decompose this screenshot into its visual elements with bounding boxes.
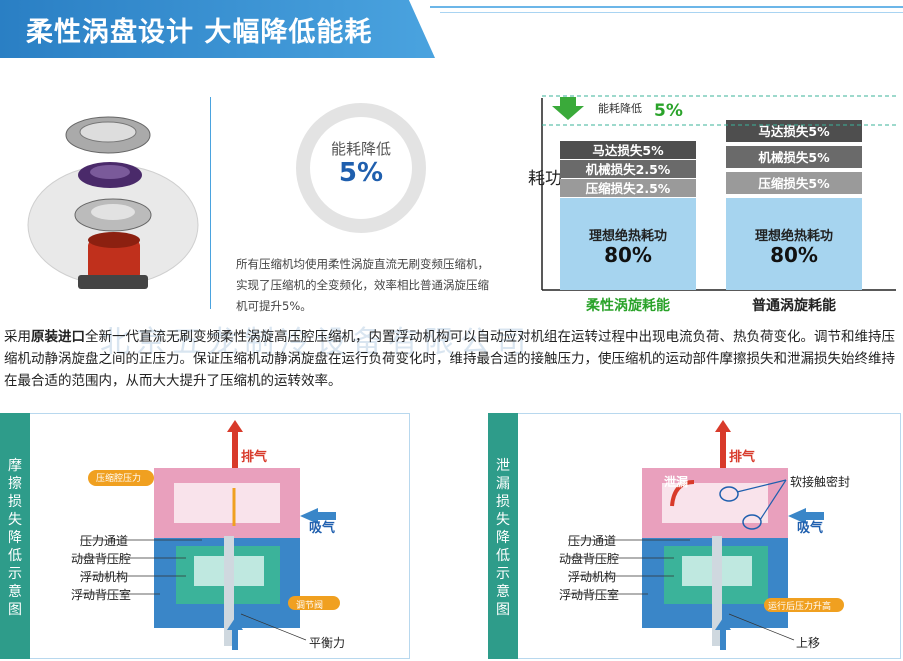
callout-valve: 调节阀 (296, 601, 324, 611)
intake-label-2: 吸气 (797, 521, 824, 536)
bar-label-ideal: 理想绝热耗功 (755, 228, 833, 244)
callout-compression-pressure: 压缩腔压力 (96, 474, 142, 484)
tab-char: 降 (8, 530, 22, 546)
category-label-flex: 柔性涡旋耗能 (585, 297, 670, 314)
bar-value-ideal: 80% (604, 243, 652, 267)
bar-segment (726, 172, 862, 194)
friction-diagram-tab: 摩擦损失降低示意图 (0, 413, 30, 659)
header-rule (430, 6, 903, 20)
balance-arrow-icon (227, 618, 243, 630)
friction-diagram (80, 420, 340, 650)
seal-marker-icon (742, 514, 762, 530)
diag1-label-2: 浮动机构 (80, 570, 129, 584)
seal-marker-icon (719, 486, 739, 502)
divider (210, 97, 211, 309)
callout-pressure-rise: 运行后压力升高 (768, 602, 832, 612)
bar-segment (726, 146, 862, 168)
bar-label: 马达损失5% (758, 124, 830, 139)
diag2-label-2: 浮动机构 (568, 570, 617, 584)
tab-char: 低 (496, 548, 510, 564)
up-arrow-icon (715, 618, 731, 630)
bar-ideal (560, 198, 696, 290)
diag1-label-1: 动盘背压腔 (71, 552, 132, 566)
tab-char: 擦 (8, 476, 22, 492)
saving-label: 能耗降低 (598, 101, 642, 115)
bar-label-ideal: 理想绝热耗功 (589, 228, 667, 244)
tab-char: 失 (496, 512, 510, 528)
category-label-standard: 普通涡旋耗能 (752, 297, 836, 314)
tab-char: 意 (496, 584, 510, 600)
leak-arrow-icon (670, 480, 695, 507)
up-move-label: 上移 (796, 636, 821, 650)
header-rule-thin (440, 12, 903, 13)
savings-value: 5% (338, 158, 384, 188)
exhaust-arrow-icon (715, 420, 731, 432)
exhaust-label-2: 排气 (729, 450, 756, 465)
bar-label: 机械损失5% (758, 150, 830, 165)
bar-label: 机械损失2.5% (586, 162, 671, 177)
tab-char: 摩 (8, 458, 22, 474)
diag2-label-3: 浮动背压室 (559, 588, 620, 602)
tab-char: 失 (8, 512, 22, 528)
tab-char: 图 (8, 602, 22, 618)
exhaust-label-1: 排气 (241, 450, 268, 465)
tab-char: 损 (496, 494, 510, 510)
intake-arrow-icon (788, 508, 824, 524)
intake-label-1: 吸气 (309, 521, 336, 536)
savings-label: 能耗降低 (330, 140, 391, 158)
down-arrow-icon (552, 97, 584, 120)
tab-char: 示 (8, 566, 22, 582)
tab-char: 损 (8, 494, 22, 510)
compressor-illustration (27, 116, 199, 289)
diag2-label-0: 压力通道 (568, 534, 617, 548)
diag2-label-1: 动盘背压腔 (559, 552, 620, 566)
title-banner (0, 0, 435, 58)
bar-value-ideal: 80% (770, 243, 818, 267)
tab-char: 低 (8, 548, 22, 564)
intake-arrow-icon (300, 508, 336, 524)
bar-segment (560, 160, 696, 178)
leak-diagram-tab: 泄漏损失降低示意图 (488, 413, 518, 659)
tab-char: 泄 (496, 458, 510, 474)
balance-label: 平衡力 (309, 636, 346, 650)
body-paragraph: 采用原装进口全新一代直流无刷变频柔性涡旋高压腔压缩机，内置浮动机构可以自动应对机… (4, 329, 895, 389)
page-title: 柔性涡盘设计 大幅降低能耗 (26, 17, 373, 48)
energy-chart: 耗功 理想绝热耗功80%压缩损失2.5%机械损失2.5%马达损失5%理想绝热耗功… (528, 95, 896, 314)
bar-label: 马达损失5% (592, 143, 664, 158)
bar-label: 压缩损失2.5% (586, 181, 671, 196)
leak-diagram (568, 420, 844, 650)
exhaust-arrow-icon (227, 420, 243, 432)
bar-ideal (726, 198, 862, 290)
description-text: 所有压缩机均使用柔性涡旋直流无刷变频压缩机，实现了压缩机的全变频化，效率相比普通… (236, 257, 489, 313)
tab-char: 漏 (496, 476, 510, 492)
y-axis-label: 耗功 (528, 169, 562, 189)
bar-segment (560, 179, 696, 197)
watermark: 北京五龙制冷设备有限公司 (100, 325, 532, 360)
tab-char: 降 (496, 530, 510, 546)
tab-char: 示 (496, 566, 510, 582)
diag1-label-0: 压力通道 (80, 534, 129, 548)
tab-char: 图 (496, 602, 510, 618)
diag1-label-3: 浮动背压室 (71, 588, 132, 602)
leak-label: 泄漏 (664, 475, 689, 489)
bar-segment (560, 141, 696, 159)
bar-label: 压缩损失5% (758, 176, 830, 191)
tab-char: 意 (8, 584, 22, 600)
soft-seal-label: 软接触密封 (790, 475, 851, 489)
saving-value: 5% (654, 101, 683, 121)
